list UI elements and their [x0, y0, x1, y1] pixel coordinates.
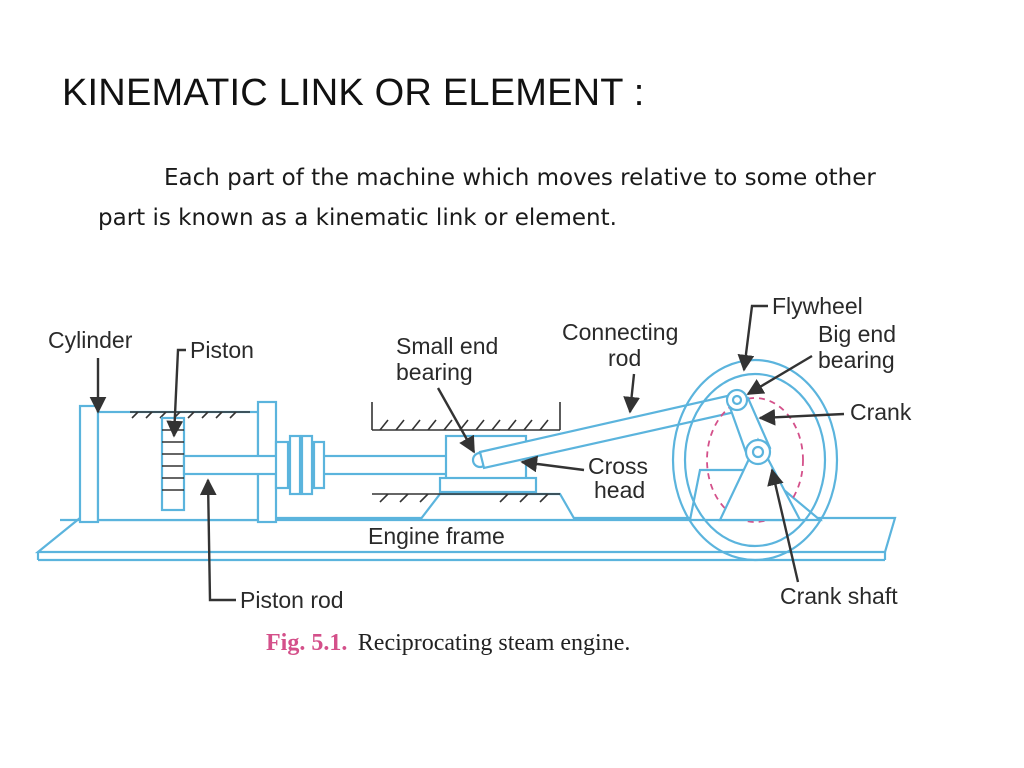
label-piston: Piston: [190, 337, 254, 363]
label-crank: Crank: [850, 399, 912, 425]
caption-text: Reciprocating steam engine.: [358, 630, 631, 656]
label-cylinder: Cylinder: [48, 327, 133, 353]
leader-arrows: [89, 304, 845, 602]
engine-frame: [34, 468, 897, 562]
crank: [718, 388, 802, 522]
label-cross-2: head: [594, 477, 645, 503]
body-line-1: Each part of the machine which moves rel…: [164, 165, 876, 191]
caption-number: Fig. 5.1.: [266, 630, 347, 656]
label-cross-1: Cross: [588, 453, 648, 479]
label-flywheel: Flywheel: [772, 293, 863, 319]
slide-body: Each part of the machine which moves rel…: [98, 158, 968, 238]
label-big-end-1: Big end: [818, 321, 896, 347]
figure-caption: Fig. 5.1. Reciprocating steam engine.: [266, 630, 630, 656]
label-big-end-2: bearing: [818, 347, 895, 373]
label-connecting-2: rod: [608, 345, 641, 371]
piston-rod: [182, 434, 456, 496]
label-connecting-1: Connecting: [562, 319, 678, 345]
body-line-2: part is known as a kinematic link or ele…: [98, 205, 617, 231]
steam-engine-diagram: Cylinder Piston Small end bearing Connec…: [34, 293, 912, 656]
label-crank-shaft: Crank shaft: [780, 583, 898, 609]
label-piston-rod: Piston rod: [240, 587, 344, 613]
flywheel: [671, 358, 839, 562]
slide-title: KINEMATIC LINK OR ELEMENT :: [62, 72, 645, 114]
label-small-end-1: Small end: [396, 333, 498, 359]
cross-head-guides: [371, 402, 561, 503]
label-engine-frame: Engine frame: [368, 523, 505, 549]
label-small-end-2: bearing: [396, 359, 473, 385]
